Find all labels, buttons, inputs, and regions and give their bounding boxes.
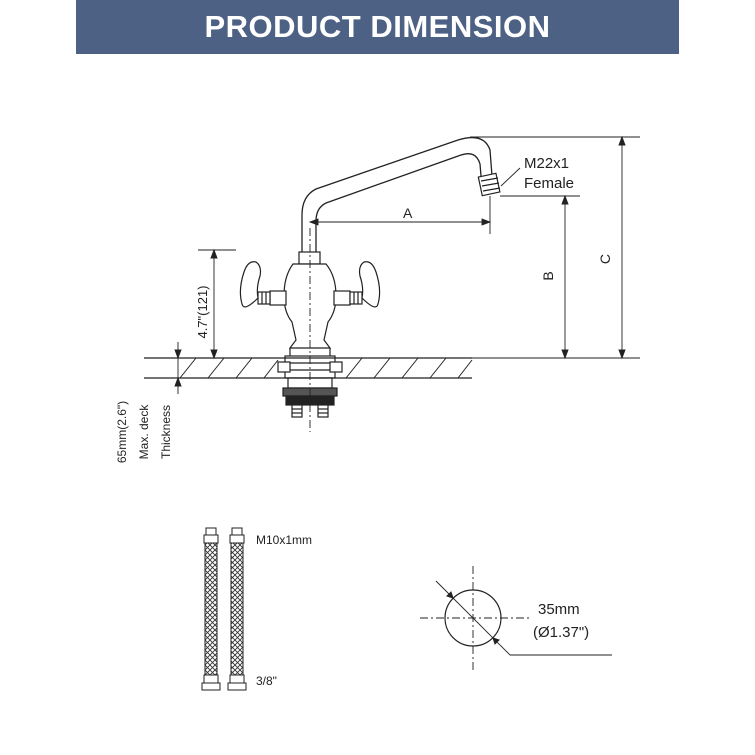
dimension-lines xyxy=(174,135,640,394)
hole-diameter-mm: 35mm xyxy=(538,601,580,618)
outlet-thread-label: M22x1 xyxy=(524,155,569,172)
outlet-thread-type-label: Female xyxy=(524,175,574,192)
title-banner: PRODUCT DIMENSION xyxy=(76,0,679,54)
dimension-c-label: C xyxy=(597,254,613,264)
supply-hoses xyxy=(201,527,247,691)
deck-thickness-label: Max. deck xyxy=(137,404,151,460)
hose-right xyxy=(227,527,247,691)
mounting-hole xyxy=(420,566,612,670)
deck-thickness-label-2: Thickness xyxy=(159,405,173,459)
hole-diameter-in: (Ø1.37") xyxy=(533,624,589,641)
hose-bottom-thread-label: 3/8" xyxy=(256,674,277,688)
dimension-b-label: B xyxy=(540,271,556,280)
deck-thickness-value: 65mm(2.6") xyxy=(115,401,129,463)
faucet-drawing xyxy=(239,136,501,432)
deck-surface xyxy=(144,357,473,379)
handle-height-label: 4.7"(121) xyxy=(195,285,210,338)
spout xyxy=(301,136,501,252)
hose-top-thread-label: M10x1mm xyxy=(256,533,312,547)
page-title: PRODUCT DIMENSION xyxy=(204,9,551,44)
hose-left xyxy=(201,527,221,691)
dimension-a-label: A xyxy=(403,205,413,221)
faucet-body xyxy=(277,251,343,418)
left-handle xyxy=(239,261,287,308)
right-handle xyxy=(333,261,381,308)
